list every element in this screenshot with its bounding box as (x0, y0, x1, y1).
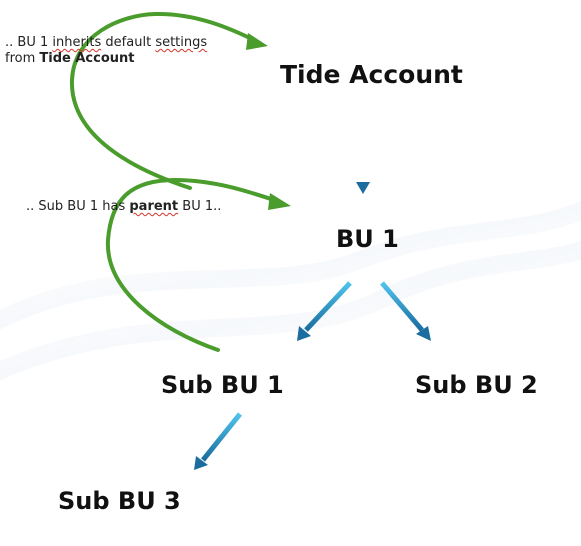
note-inherits-middle: default (101, 35, 156, 50)
node-tide-account: Tide Account (280, 60, 463, 89)
note-parent: .. Sub BU 1 has parent BU 1.. (26, 199, 221, 215)
background-waves (0, 200, 581, 381)
note-inherits-line2-prefix: from (5, 51, 40, 66)
node-sub-bu3: Sub BU 3 (58, 487, 181, 515)
blue-arrows (194, 122, 431, 470)
green-arrow-sub-bu1-to-bu1 (105, 177, 291, 352)
arrow-sub-bu1-to-sub-bu3 (194, 412, 242, 470)
node-bu1: BU 1 (336, 225, 399, 253)
green-arrow-bu1-to-root (69, 11, 268, 190)
note-parent-prefix: .. Sub BU 1 has (26, 199, 130, 214)
arrow-root-to-bu1 (356, 122, 370, 194)
note-inherits-word: inherits (52, 35, 102, 50)
note-inherits: .. BU 1 inherits default settings from T… (5, 35, 207, 67)
arrow-bu1-to-sub-bu1 (297, 281, 352, 341)
note-settings-word: settings (155, 35, 208, 50)
note-parent-bold: parent (129, 199, 179, 214)
green-arrows (69, 11, 291, 352)
note-parent-suffix: BU 1.. (178, 199, 222, 214)
note-inherits-line2-bold: Tide Account (39, 51, 135, 66)
note-inherits-prefix: .. BU 1 (5, 35, 53, 50)
node-sub-bu2: Sub BU 2 (415, 371, 538, 399)
node-sub-bu1: Sub BU 1 (161, 371, 284, 399)
arrow-bu1-to-sub-bu2 (380, 281, 431, 341)
